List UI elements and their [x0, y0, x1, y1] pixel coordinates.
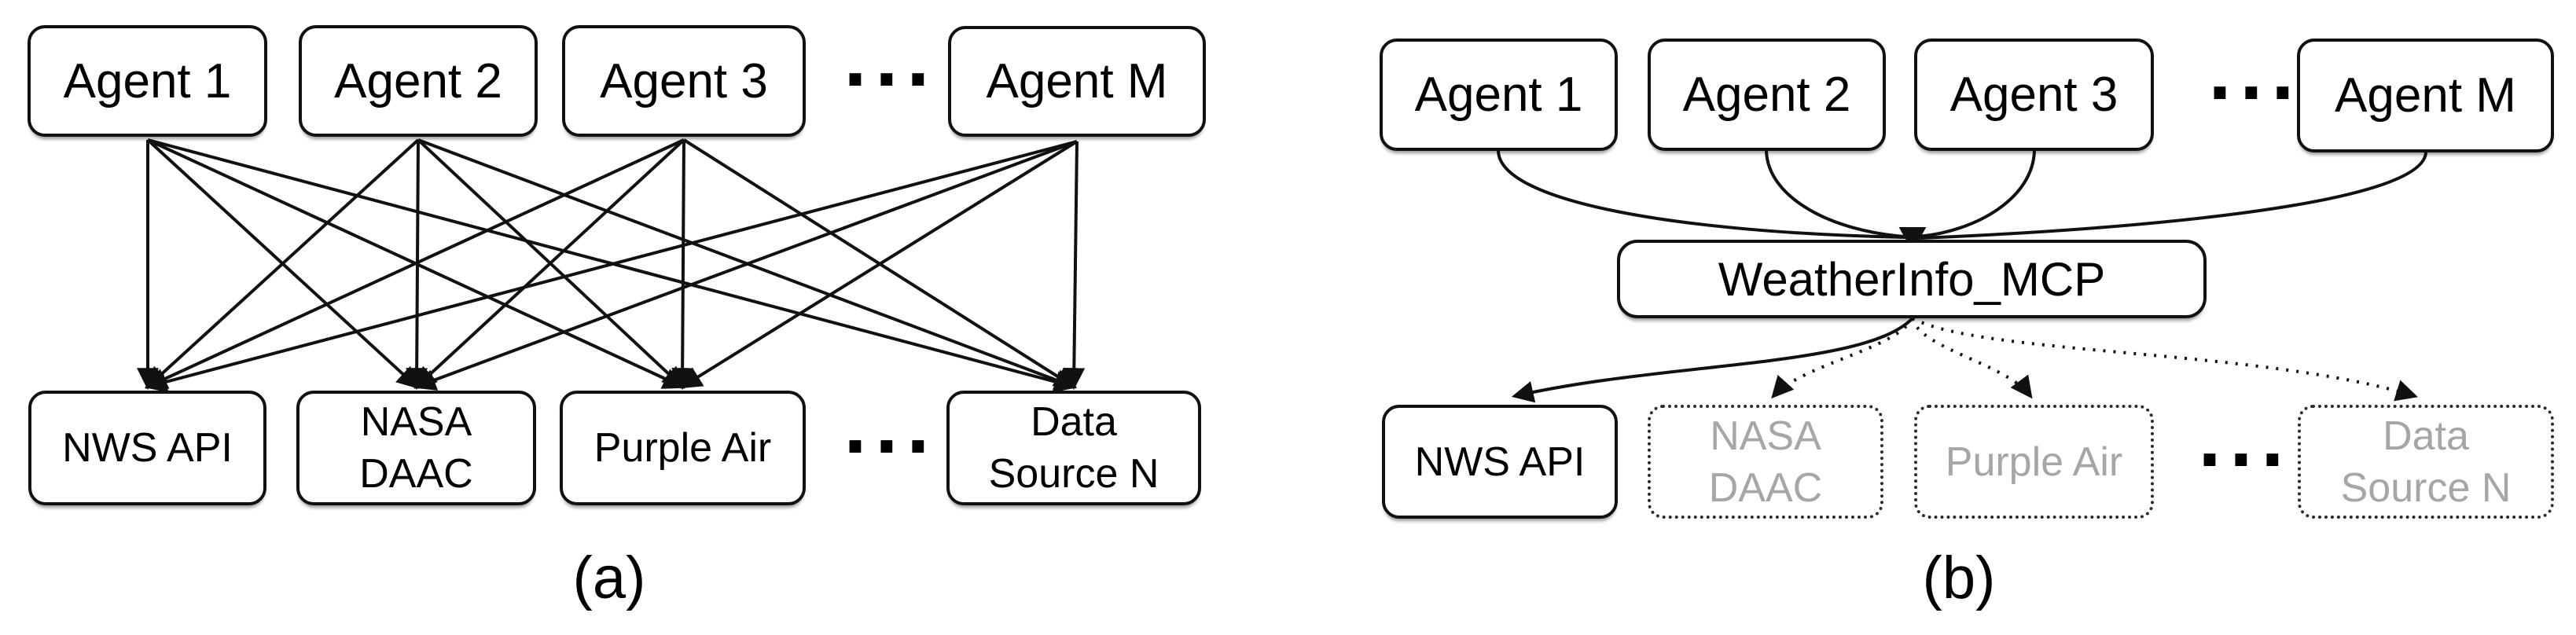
b-source-data-n-label: Data Source N	[2340, 413, 2512, 511]
b-agents-ellipsis: ...	[2207, 38, 2302, 115]
a-agent-m-box: Agent M	[948, 26, 1206, 137]
b-source-nasa-daac-box: NASA DAAC	[1648, 405, 1883, 519]
a-agent-3-box: Agent 3	[562, 25, 806, 137]
b-source-nws-api-box: NWS API	[1382, 405, 1618, 519]
fan-in-edges	[1497, 150, 2427, 252]
b-agent-m-box: Agent M	[2297, 39, 2554, 152]
b-source-nasa-daac-label: NASA DAAC	[1708, 413, 1823, 511]
a-agent-m-label: Agent M	[986, 54, 1168, 108]
a-sources-ellipsis: ...	[843, 391, 937, 468]
b-sources-ellipsis: ...	[2197, 405, 2291, 482]
b-agent-2-box: Agent 2	[1648, 39, 1886, 151]
bipartite-edges	[137, 138, 1086, 393]
a-agent-1-box: Agent 1	[28, 25, 267, 137]
a-source-data-n-box: Data Source N	[946, 391, 1201, 505]
a-agent-2-label: Agent 2	[334, 53, 502, 108]
b-agent-3-box: Agent 3	[1914, 39, 2154, 151]
a-source-purple-air-box: Purple Air	[560, 391, 806, 505]
a-agent-2-box: Agent 2	[299, 25, 538, 137]
weatherinfo-mcp-hub-label: WeatherInfo_MCP	[1718, 252, 2106, 306]
b-agent-1-box: Agent 1	[1380, 39, 1618, 151]
a-agents-ellipsis: ...	[843, 24, 937, 101]
a-source-purple-air-label: Purple Air	[593, 425, 772, 471]
panel-a-caption: (a)	[572, 545, 646, 611]
b-agent-3-label: Agent 3	[1949, 68, 2118, 122]
a-source-nws-api-box: NWS API	[28, 391, 266, 505]
b-agent-m-label: Agent M	[2335, 68, 2516, 123]
b-source-data-n-box: Data Source N	[2298, 405, 2554, 519]
b-source-nws-api-label: NWS API	[1414, 439, 1586, 485]
a-source-data-n-label: Data Source N	[988, 399, 1159, 497]
fan-out-edges	[1511, 317, 2419, 403]
a-source-nasa-daac-label: NASA DAAC	[359, 399, 473, 497]
b-source-purple-air-box: Purple Air	[1914, 405, 2154, 519]
a-agent-3-label: Agent 3	[600, 53, 768, 108]
a-agent-1-label: Agent 1	[63, 53, 232, 108]
b-agent-2-label: Agent 2	[1682, 68, 1851, 122]
panel-b-caption: (b)	[1922, 545, 1996, 611]
weatherinfo-mcp-hub-box: WeatherInfo_MCP	[1617, 240, 2207, 318]
b-source-purple-air-label: Purple Air	[1945, 439, 2123, 485]
a-source-nws-api-label: NWS API	[62, 425, 233, 471]
b-agent-1-label: Agent 1	[1414, 68, 1583, 122]
a-source-nasa-daac-box: NASA DAAC	[296, 391, 536, 505]
